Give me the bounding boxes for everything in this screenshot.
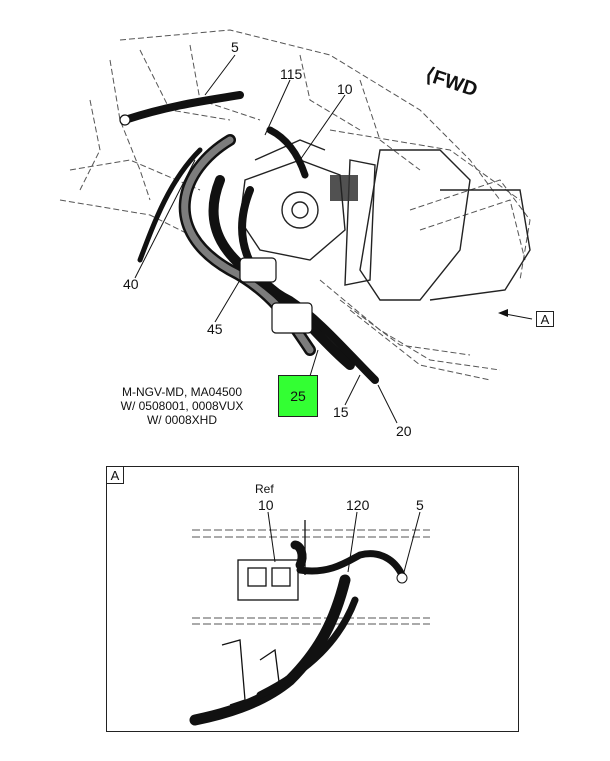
wire-harness-bundle: [121, 91, 379, 384]
callout-10-top: 10: [337, 81, 353, 97]
detail-a-harness: [189, 540, 408, 726]
note-line-1: M-NGV-MD, MA04500: [121, 385, 243, 399]
harness-clamps: [119, 114, 313, 334]
detail-callout-5: 5: [416, 497, 424, 513]
transmission-housing: [330, 149, 531, 301]
detail-ref-label: Ref: [255, 482, 274, 496]
detail-callout-120: 120: [346, 497, 370, 513]
detail-a-tag: A: [106, 466, 124, 484]
callout-20: 20: [396, 423, 412, 439]
callout-5-top: 5: [231, 39, 239, 55]
callout-25: 25: [290, 388, 306, 404]
starter-motor: [239, 139, 346, 261]
callout-15: 15: [333, 404, 349, 420]
detail-a-leaders: [267, 511, 421, 573]
callout-115: 115: [280, 66, 303, 82]
detail-a-frame: [106, 466, 519, 732]
applicability-note: M-NGV-MD, MA04500 W/ 0508001, 0008VUX W/…: [92, 385, 272, 427]
detail-a-components: [221, 520, 306, 706]
callout-leaders: [134, 54, 533, 424]
callout-40: 40: [123, 276, 139, 292]
engine-outline: [59, 29, 531, 381]
callout-45: 45: [207, 321, 223, 337]
callout-25-highlighted[interactable]: 25: [278, 375, 318, 417]
note-line-3: W/ 0008XHD: [146, 413, 218, 427]
view-a-label: A: [540, 311, 550, 327]
detail-callout-10: 10: [258, 497, 274, 513]
note-line-2: W/ 0508001, 0008VUX: [120, 399, 244, 413]
view-a-marker[interactable]: A: [536, 311, 554, 327]
detail-a-sketch: [192, 529, 430, 625]
